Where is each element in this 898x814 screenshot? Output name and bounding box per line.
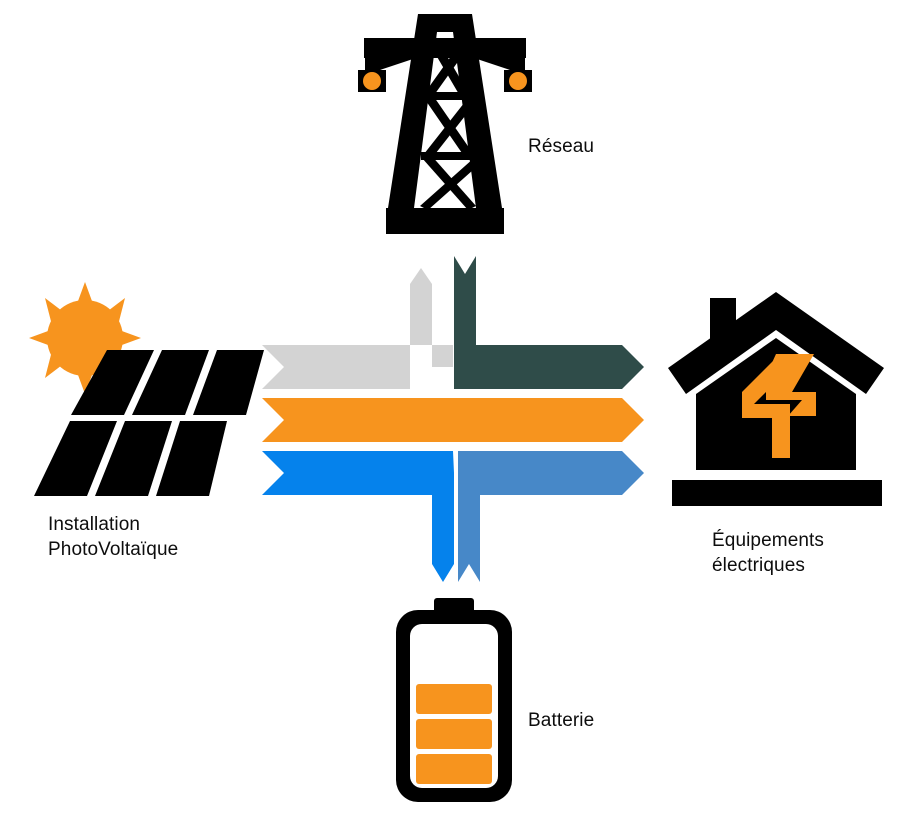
pv-installation-label: Installation PhotoVoltaïque — [48, 514, 179, 560]
battery-to-house-arrow[interactable] — [458, 451, 644, 582]
house-equipment-label: Équipements électriques — [712, 530, 825, 576]
grid-label: Réseau — [528, 136, 595, 157]
energy-flow-arrows — [258, 254, 648, 584]
battery-icon-wrap[interactable] — [390, 598, 518, 806]
insulator-dots — [363, 72, 527, 90]
house-equipment-icon[interactable] — [666, 290, 888, 510]
solar-panel-icon — [34, 350, 264, 496]
battery-charge-bars — [416, 684, 492, 784]
flow-arrow-group — [262, 256, 644, 582]
battery-label: Batterie — [528, 710, 595, 731]
sun-icon — [29, 282, 141, 394]
house-with-lightning-bolt-icon — [668, 292, 884, 506]
pv-to-battery-arrow[interactable] — [262, 451, 454, 582]
pv-installation-icon[interactable] — [12, 282, 264, 507]
grid-to-house-arrow[interactable] — [454, 256, 644, 389]
lightning-bolt-icon — [742, 354, 816, 458]
pv-to-house-arrow[interactable] — [262, 398, 644, 442]
solar-panel-with-sun-icon — [29, 282, 264, 496]
pv-to-grid-arrow[interactable] — [262, 268, 453, 389]
battery-icon — [396, 598, 512, 802]
grid-icon[interactable] — [352, 8, 538, 236]
electricity-pylon-icon — [358, 14, 532, 234]
